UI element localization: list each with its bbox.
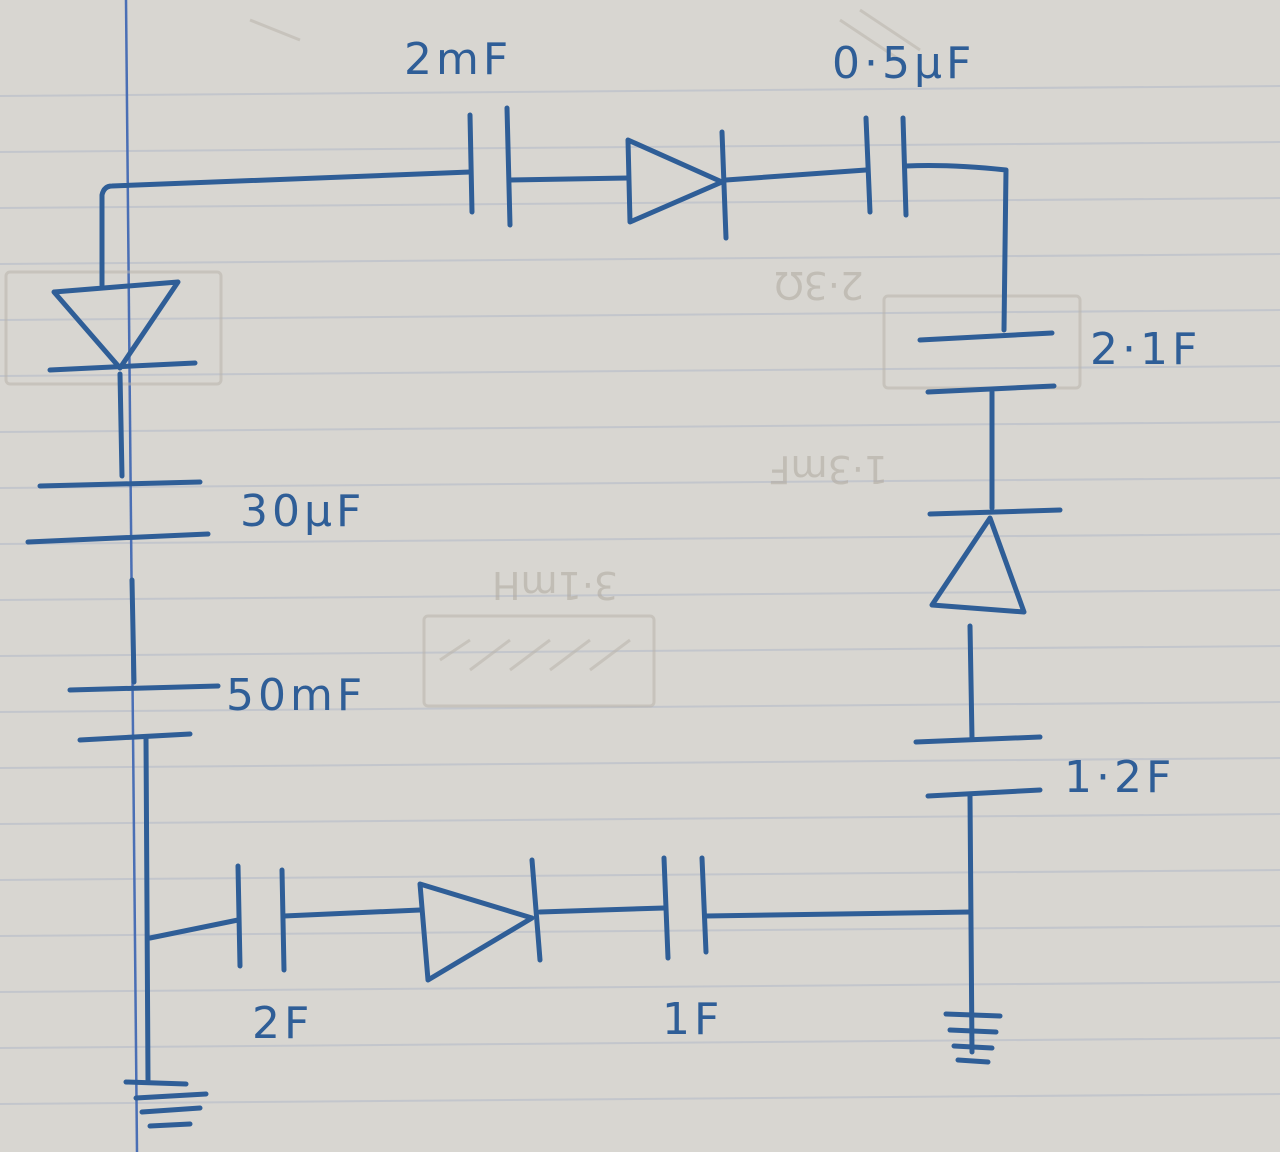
label-capacitor-0-5uf: 0·5μF (832, 38, 975, 89)
label-capacitor-1-2f: 1·2F (1064, 752, 1175, 803)
wire-right-3 (967, 793, 975, 1055)
label-capacitor-2mf: 2mF (404, 34, 512, 85)
capacitor-1-2f (913, 734, 1043, 799)
wire-top-2 (723, 167, 869, 183)
wire-top-1 (507, 175, 631, 183)
diode-left (47, 279, 198, 373)
wire-right-2 (967, 623, 975, 741)
capacitor-50mf (67, 683, 221, 743)
wire-top-left-corner (99, 169, 473, 288)
diode-right (927, 507, 1063, 615)
label-capacitor-2-1f: 2·1F (1090, 324, 1201, 375)
wire-bottom-2 (281, 907, 423, 919)
bleed-through-marks: 2·3Ω 1·3mF 3·1mH (4, 8, 1082, 708)
label-capacitor-2f: 2F (252, 998, 313, 1049)
capacitor-1f (661, 855, 709, 961)
label-capacitor-1f: 1F (662, 994, 723, 1045)
ground-left-icon (123, 1079, 209, 1129)
wire-left-2 (129, 577, 137, 685)
diode-bottom (417, 857, 543, 983)
wire-bottom-4 (703, 909, 973, 919)
ground-right-icon (943, 1011, 1003, 1065)
wire-bottom-1 (147, 917, 241, 941)
ghost-text-2: 1·3mF (769, 447, 888, 491)
margin-line (124, 0, 139, 1152)
wire-left-1 (117, 371, 125, 479)
capacitor-2f (235, 863, 287, 973)
wire-left-3 (143, 735, 151, 1083)
circuit: 2mF 0·5μF 2·1F 30μF 50mF 1·2F 2F 1F (25, 34, 1201, 1129)
label-capacitor-30uf: 30μF (240, 486, 365, 537)
ruled-lines (0, 85, 1280, 1105)
ghost-text-3: 3·1mH (492, 563, 618, 607)
wire-top-right-corner (903, 163, 1009, 333)
wire-bottom-3 (537, 905, 667, 915)
capacitor-30uf (25, 479, 211, 545)
diode-top (625, 129, 729, 241)
capacitor-2mf (467, 105, 513, 228)
ghost-text-1: 2·3Ω (775, 263, 864, 307)
capacitor-2-1f (917, 330, 1057, 395)
label-capacitor-50mf: 50mF (226, 670, 366, 721)
